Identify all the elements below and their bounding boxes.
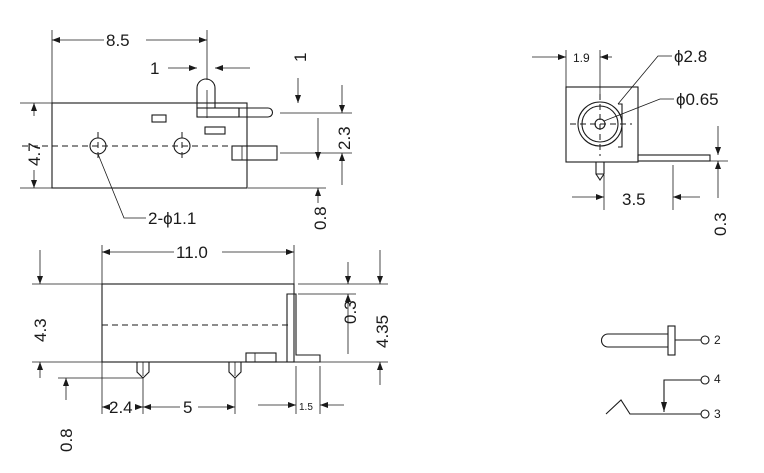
front-dim-outer-dia: ϕ2.8 xyxy=(674,47,707,66)
schematic-terminal-4 xyxy=(700,375,710,385)
bottom-dim-peg1: 2.4 xyxy=(109,398,133,417)
bottom-tab xyxy=(245,352,277,363)
bottom-dim-length: 11.0 xyxy=(176,243,208,262)
schematic-terminal-3 xyxy=(700,409,710,419)
front-view: 1.9 ϕ2.8 ϕ0.65 3.5 0.3 xyxy=(532,47,730,236)
bottom-dim-peg-spacing: 5 xyxy=(183,398,192,417)
bottom-view: 11.0 4.3 0.3 4.35 0.8 xyxy=(31,243,392,452)
bottom-body xyxy=(101,283,295,363)
bottom-dim-top-gap: 0.3 xyxy=(341,300,360,324)
schematic-terminal-2 xyxy=(700,335,710,345)
bottom-dim-height-left: 4.3 xyxy=(31,318,50,342)
side-dim-pin-spacing: 2.3 xyxy=(335,126,354,150)
side-dim-length: 8.5 xyxy=(106,31,130,50)
bottom-dim-height-right: 4.35 xyxy=(373,315,392,348)
lower-contact xyxy=(231,145,278,161)
front-dim-body: 3.5 xyxy=(622,190,646,209)
bottom-dim-foot: 0.8 xyxy=(57,428,76,452)
center-pin xyxy=(196,78,216,109)
schematic-plug-collar xyxy=(667,325,676,356)
schematic: 2 4 3 xyxy=(600,325,721,421)
bottom-bracket xyxy=(286,293,321,363)
bottom-dim-tab: 1.5 xyxy=(299,402,313,413)
front-dim-pin-thick: 0.3 xyxy=(711,212,730,236)
schematic-pin-2: 2 xyxy=(714,333,721,347)
front-pin xyxy=(637,154,711,162)
front-dim-width: 1.9 xyxy=(573,51,590,65)
schematic-pin-3: 3 xyxy=(714,407,721,421)
schematic-pin-4: 4 xyxy=(714,372,721,386)
side-view: 8.5 1 1 4.7 2.3 0.8 xyxy=(20,30,354,230)
side-dim-pin-offset: 0.8 xyxy=(311,206,330,230)
side-dim-holes: 2-ϕ1.1 xyxy=(148,209,196,228)
schematic-plug xyxy=(600,333,668,348)
side-dim-height: 4.7 xyxy=(25,142,44,166)
side-dim-pin-tick: 1 xyxy=(291,53,310,62)
side-dim-pin-width: 1 xyxy=(150,59,159,78)
top-contact xyxy=(238,107,274,118)
front-dim-inner-dia: ϕ0.65 xyxy=(676,90,719,109)
front-body xyxy=(565,86,639,163)
